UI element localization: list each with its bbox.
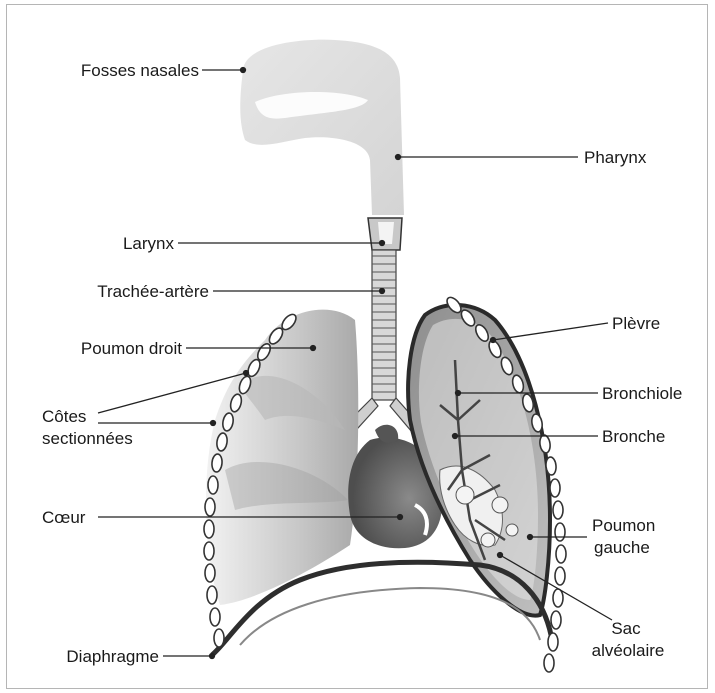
label-pharynx: Pharynx [584, 148, 647, 167]
label-trachee: Trachée-artère [97, 282, 209, 301]
label-diaphragme: Diaphragme [66, 647, 159, 666]
label-bronchiole: Bronchiole [602, 384, 682, 403]
diaphragm-inner [240, 588, 540, 645]
label-alveolaire: alvéolaire [592, 641, 665, 660]
label-poumon: Poumon [592, 516, 655, 535]
label-sectionnees: sectionnées [42, 429, 133, 448]
labels: Fosses nasales Pharynx Larynx Trachée-ar… [42, 61, 682, 666]
label-poumon-droit: Poumon droit [81, 339, 182, 358]
label-bronche: Bronche [602, 427, 665, 446]
larynx-shape [368, 218, 402, 250]
label-coeur: Cœur [42, 508, 86, 527]
label-plevre: Plèvre [612, 314, 660, 333]
label-larynx: Larynx [123, 234, 175, 253]
nasal-cavity-pharynx [240, 40, 404, 215]
label-cotes: Côtes [42, 407, 86, 426]
label-gauche: gauche [594, 538, 650, 557]
right-lung-shape [206, 310, 358, 605]
label-sac: Sac [611, 619, 641, 638]
label-fosses-nasales: Fosses nasales [81, 61, 199, 80]
left-lung-shape [408, 305, 550, 616]
